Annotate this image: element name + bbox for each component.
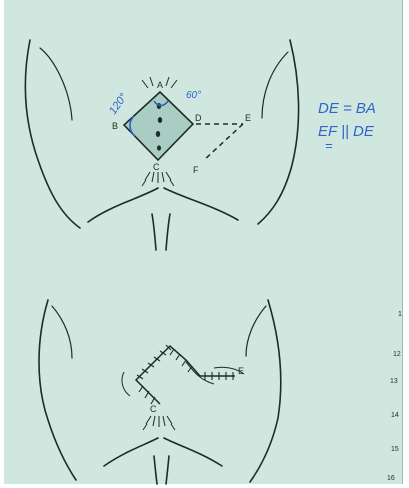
gluteal-fold-left-bottom <box>104 438 158 466</box>
right-buttock-outline <box>258 40 299 224</box>
bottom-figure <box>39 300 281 484</box>
label-point-a: A <box>157 80 163 90</box>
margin-numbers: 1 12 13 14 15 16 <box>387 311 402 482</box>
thigh-line-right-bottom <box>166 456 169 484</box>
right-hip-line-bottom <box>246 306 266 356</box>
left-hip-line <box>40 48 72 120</box>
label-point-e: E <box>245 113 251 123</box>
left-buttock-outline <box>25 40 80 228</box>
margin-number: 15 <box>391 446 399 453</box>
skin-folds-bottom <box>122 367 244 396</box>
flap-lines <box>196 124 243 160</box>
gluteal-fold-left <box>88 188 158 222</box>
suture-path <box>136 346 235 404</box>
label-point-b: B <box>112 121 118 131</box>
margin-number: 1 <box>398 311 402 318</box>
label-point-c-bottom: C <box>150 404 157 414</box>
right-buttock-outline-bottom <box>250 300 281 482</box>
angle-label-a: 60° <box>186 90 201 101</box>
note-underline: = <box>325 138 333 153</box>
label-point-c: C <box>153 162 160 172</box>
thigh-line-left <box>152 214 156 250</box>
thigh-line-right <box>166 214 170 250</box>
margin-number: 14 <box>391 412 399 419</box>
label-point-e-bottom: E <box>238 366 244 376</box>
label-point-f: F <box>193 165 199 175</box>
margin-number: 16 <box>387 475 395 482</box>
gluteal-fold-right <box>164 188 238 220</box>
line-ef <box>204 124 243 160</box>
suture-line <box>136 346 235 404</box>
gluteal-fold-right-bottom <box>164 438 222 466</box>
anal-folds-bottom <box>143 416 175 430</box>
anal-folds <box>142 172 174 186</box>
left-hip-line-bottom <box>52 306 72 358</box>
thigh-line-left-bottom <box>154 456 157 484</box>
note-de-equals-ba: DE = BA <box>318 100 376 117</box>
left-buttock-outline-bottom <box>39 300 76 480</box>
label-point-d: D <box>195 113 202 123</box>
margin-number: 12 <box>393 351 401 358</box>
margin-number: 13 <box>390 378 398 385</box>
angle-label-b: 120° <box>107 91 130 117</box>
right-hip-line <box>262 52 288 118</box>
